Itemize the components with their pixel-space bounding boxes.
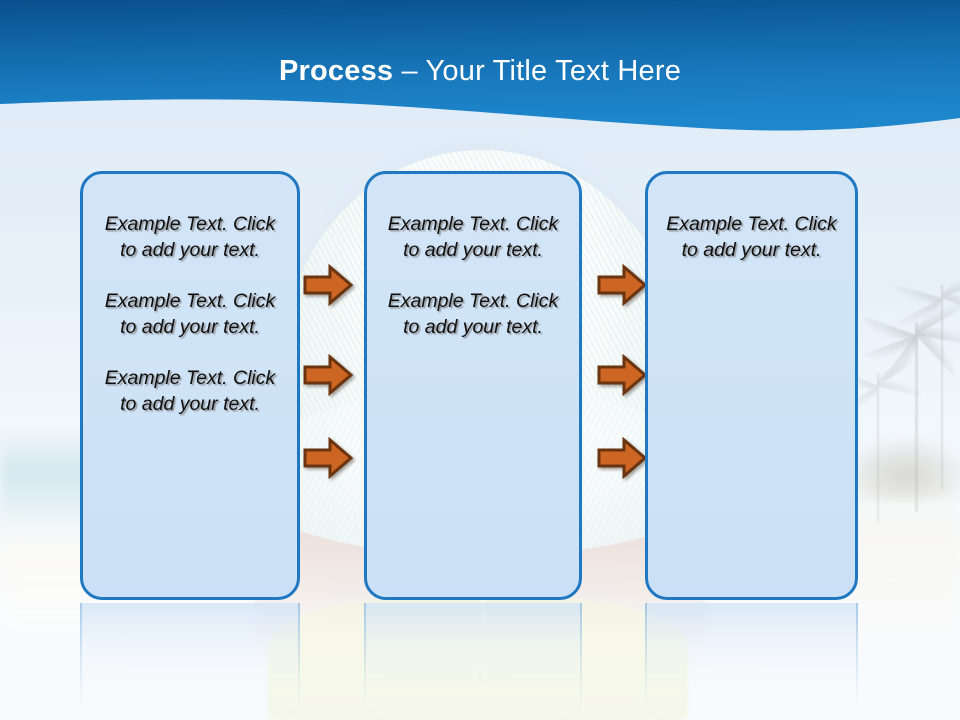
process-box-3[interactable]: Example Text. Click to add your text.: [645, 171, 858, 600]
arrow-right-icon[interactable]: [597, 354, 647, 396]
header-wave-shape: [0, 0, 960, 131]
process-box-2[interactable]: Example Text. Click to add your text. Ex…: [364, 171, 582, 600]
arrow-right-icon[interactable]: [303, 264, 353, 306]
process-box-paragraph[interactable]: Example Text. Click to add your text.: [387, 213, 559, 261]
process-box-1[interactable]: Example Text. Click to add your text. Ex…: [80, 171, 300, 600]
page-title-bold: Process: [278, 55, 394, 87]
arrow-right-icon[interactable]: [303, 354, 353, 396]
page-title-rest: – Your Title Text Here: [393, 55, 682, 87]
process-box-paragraph[interactable]: Example Text. Click to add your text.: [666, 213, 837, 261]
process-box-paragraph[interactable]: Example Text. Click to add your text.: [104, 367, 276, 415]
process-box-paragraph[interactable]: Example Text. Click to add your text.: [387, 290, 559, 338]
arrow-right-icon[interactable]: [303, 437, 353, 479]
process-box-paragraph[interactable]: Example Text. Click to add your text.: [104, 213, 276, 261]
header-band: [0, 0, 960, 140]
arrow-right-icon[interactable]: [597, 264, 647, 306]
page-title: Process – Your Title Text Here: [0, 52, 960, 90]
arrow-right-icon[interactable]: [597, 437, 647, 479]
process-box-paragraph[interactable]: Example Text. Click to add your text.: [104, 290, 276, 338]
